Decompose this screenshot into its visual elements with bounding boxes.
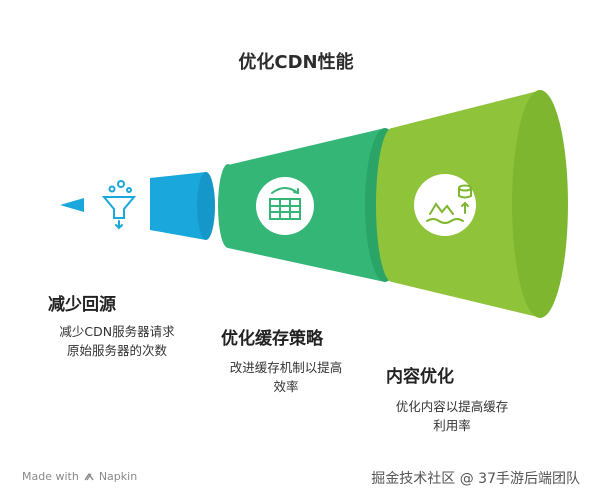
stage-3-desc-line-2: 利用率 [433, 418, 471, 433]
made-with-label: Made with [22, 470, 79, 483]
funnel-icon [101, 180, 137, 230]
grid-refresh-icon [269, 187, 301, 220]
stage-1-description: 减少CDN服务器请求 原始服务器的次数 [42, 322, 192, 360]
growth-icon [426, 184, 472, 224]
stage-2-desc-line-1: 改进缓存机制以提高 [229, 360, 343, 375]
napkin-brand-label: Napkin [98, 470, 138, 483]
stage-3-heading: 内容优化 [386, 367, 454, 387]
stage-1-segment [150, 172, 215, 240]
stage-2-heading: 优化缓存策略 [221, 329, 323, 349]
stage-3-description: 优化内容以提高缓存 利用率 [382, 397, 522, 435]
stage-3-desc-line-1: 优化内容以提高缓存 [395, 399, 509, 414]
stage-1-desc-line-1: 减少CDN服务器请求 [59, 324, 175, 339]
diagram-title: 优化CDN性能 [238, 52, 354, 73]
watermark-text: 掘金技术社区 @ 37手游后端团队 [371, 471, 580, 487]
napkin-logo-icon [84, 472, 94, 480]
stage-2-desc-line-2: 效率 [273, 379, 299, 394]
stage-2-description: 改进缓存机制以提高 效率 [216, 358, 356, 396]
made-with-napkin-badge[interactable]: Made with Napkin [22, 470, 137, 483]
stage-1-heading: 减少回源 [48, 295, 116, 315]
stage-1-desc-line-2: 原始服务器的次数 [66, 343, 167, 358]
funnel-tip [60, 198, 84, 212]
